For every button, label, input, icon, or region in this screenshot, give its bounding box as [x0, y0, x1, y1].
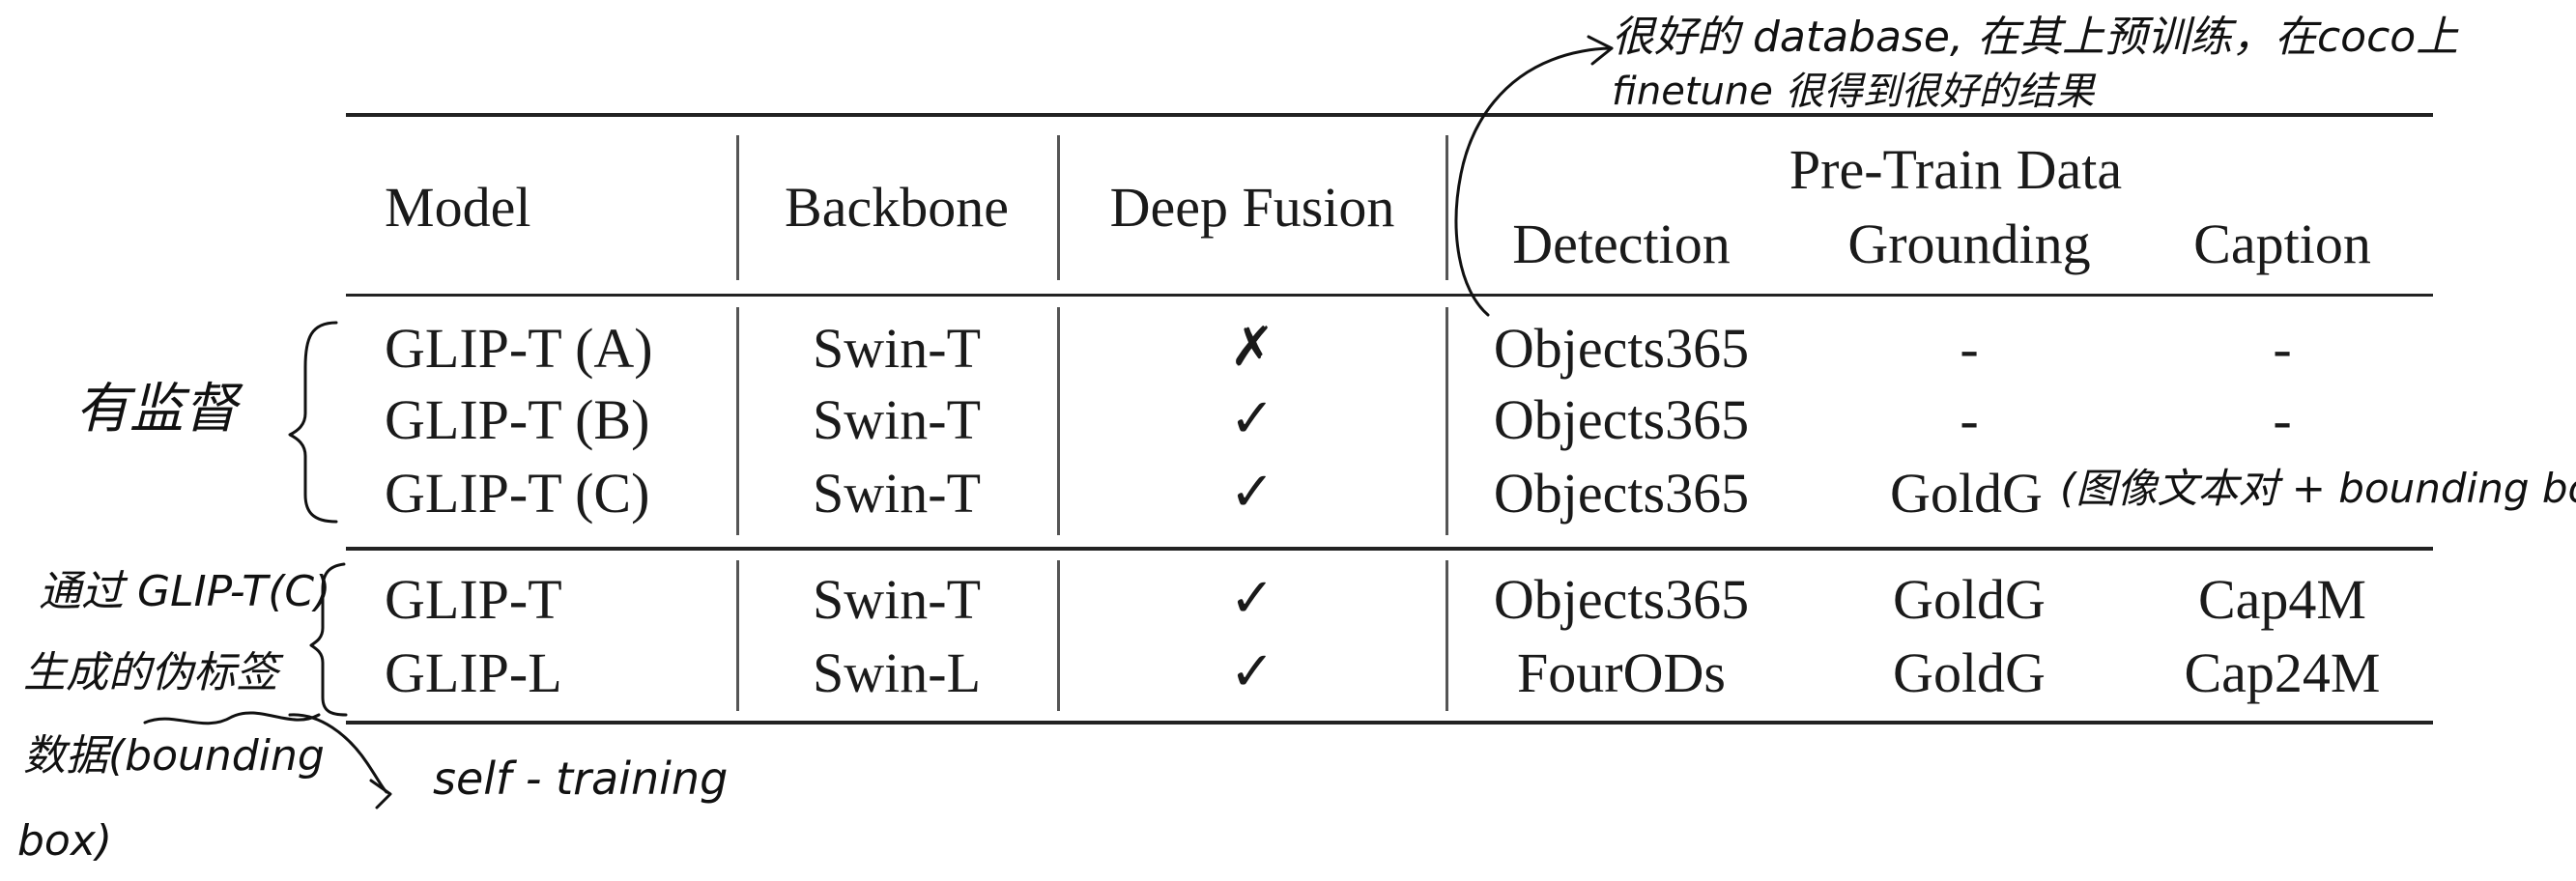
- left-note-glip: 通过 GLIP-T(C): [39, 567, 331, 616]
- cell-caption: -: [2273, 317, 2292, 380]
- self-training-note: self - training: [433, 753, 729, 805]
- cell-backbone: Swin-L: [813, 641, 981, 704]
- col-separator: [736, 307, 739, 535]
- cell-backbone: Swin-T: [813, 388, 981, 451]
- cell-grounding: GoldG: [1890, 462, 2043, 525]
- cell-model: GLIP-L: [385, 641, 562, 704]
- cell-backbone: Swin-T: [813, 568, 981, 631]
- header-rule: [346, 294, 2433, 297]
- header-caption: Caption: [2193, 213, 2371, 275]
- col-separator: [1445, 135, 1448, 280]
- left-note-glip: box): [17, 816, 113, 866]
- cell-grounding: GoldG: [1893, 641, 2046, 704]
- cell-backbone: Swin-T: [813, 462, 981, 525]
- cross-mark-icon: ✗: [1229, 316, 1275, 379]
- col-separator: [736, 135, 739, 280]
- header-backbone: Backbone: [785, 176, 1009, 239]
- left-note-supervised: 有监督: [75, 378, 238, 440]
- header-detection: Detection: [1512, 213, 1731, 275]
- goldg-note: (图像文本对 + bounding box: [2060, 465, 2576, 512]
- top-note: 很好的 database, 在其上预训练，在coco上: [1612, 13, 2459, 62]
- cell-model: GLIP-T (B): [385, 388, 650, 451]
- cell-detection: Objects365: [1493, 388, 1750, 451]
- col-separator: [1445, 560, 1448, 711]
- cell-detection: Objects365: [1493, 568, 1750, 631]
- group-rule: [346, 547, 2433, 551]
- col-separator: [736, 560, 739, 711]
- check-mark-icon: ✓: [1229, 461, 1275, 524]
- col-separator: [1445, 307, 1448, 535]
- cell-caption: Cap4M: [2198, 568, 2366, 631]
- col-separator: [1057, 135, 1060, 280]
- cell-backbone: Swin-T: [813, 317, 981, 380]
- header-model: Model: [385, 176, 531, 239]
- cell-detection: Objects365: [1493, 462, 1750, 525]
- cell-caption: -: [2273, 388, 2292, 451]
- cell-caption: Cap24M: [2184, 641, 2381, 704]
- cell-grounding: GoldG: [1893, 568, 2046, 631]
- cell-detection: Objects365: [1493, 317, 1750, 380]
- left-note-glip: 生成的伪标签: [23, 648, 278, 697]
- cell-model: GLIP-T: [385, 568, 562, 631]
- check-mark-icon: ✓: [1229, 640, 1275, 703]
- left-note-glip: 数据(bounding: [23, 731, 325, 781]
- header-pretrain-data: Pre-Train Data: [1789, 138, 2123, 201]
- top-rule: [346, 113, 2433, 117]
- bottom-rule: [346, 721, 2433, 725]
- cell-grounding: -: [1960, 388, 1979, 451]
- header-grounding: Grounding: [1847, 213, 2091, 275]
- header-deep-fusion: Deep Fusion: [1109, 176, 1395, 239]
- cell-detection: FourODs: [1517, 641, 1726, 704]
- col-separator: [1057, 560, 1060, 711]
- check-mark-icon: ✓: [1229, 387, 1275, 450]
- cell-grounding: -: [1960, 317, 1979, 380]
- top-note: finetune 很得到很好的结果: [1612, 70, 2095, 114]
- col-separator: [1057, 307, 1060, 535]
- cell-model: GLIP-T (A): [385, 317, 653, 380]
- check-mark-icon: ✓: [1229, 567, 1275, 630]
- cell-model: GLIP-T (C): [385, 462, 650, 525]
